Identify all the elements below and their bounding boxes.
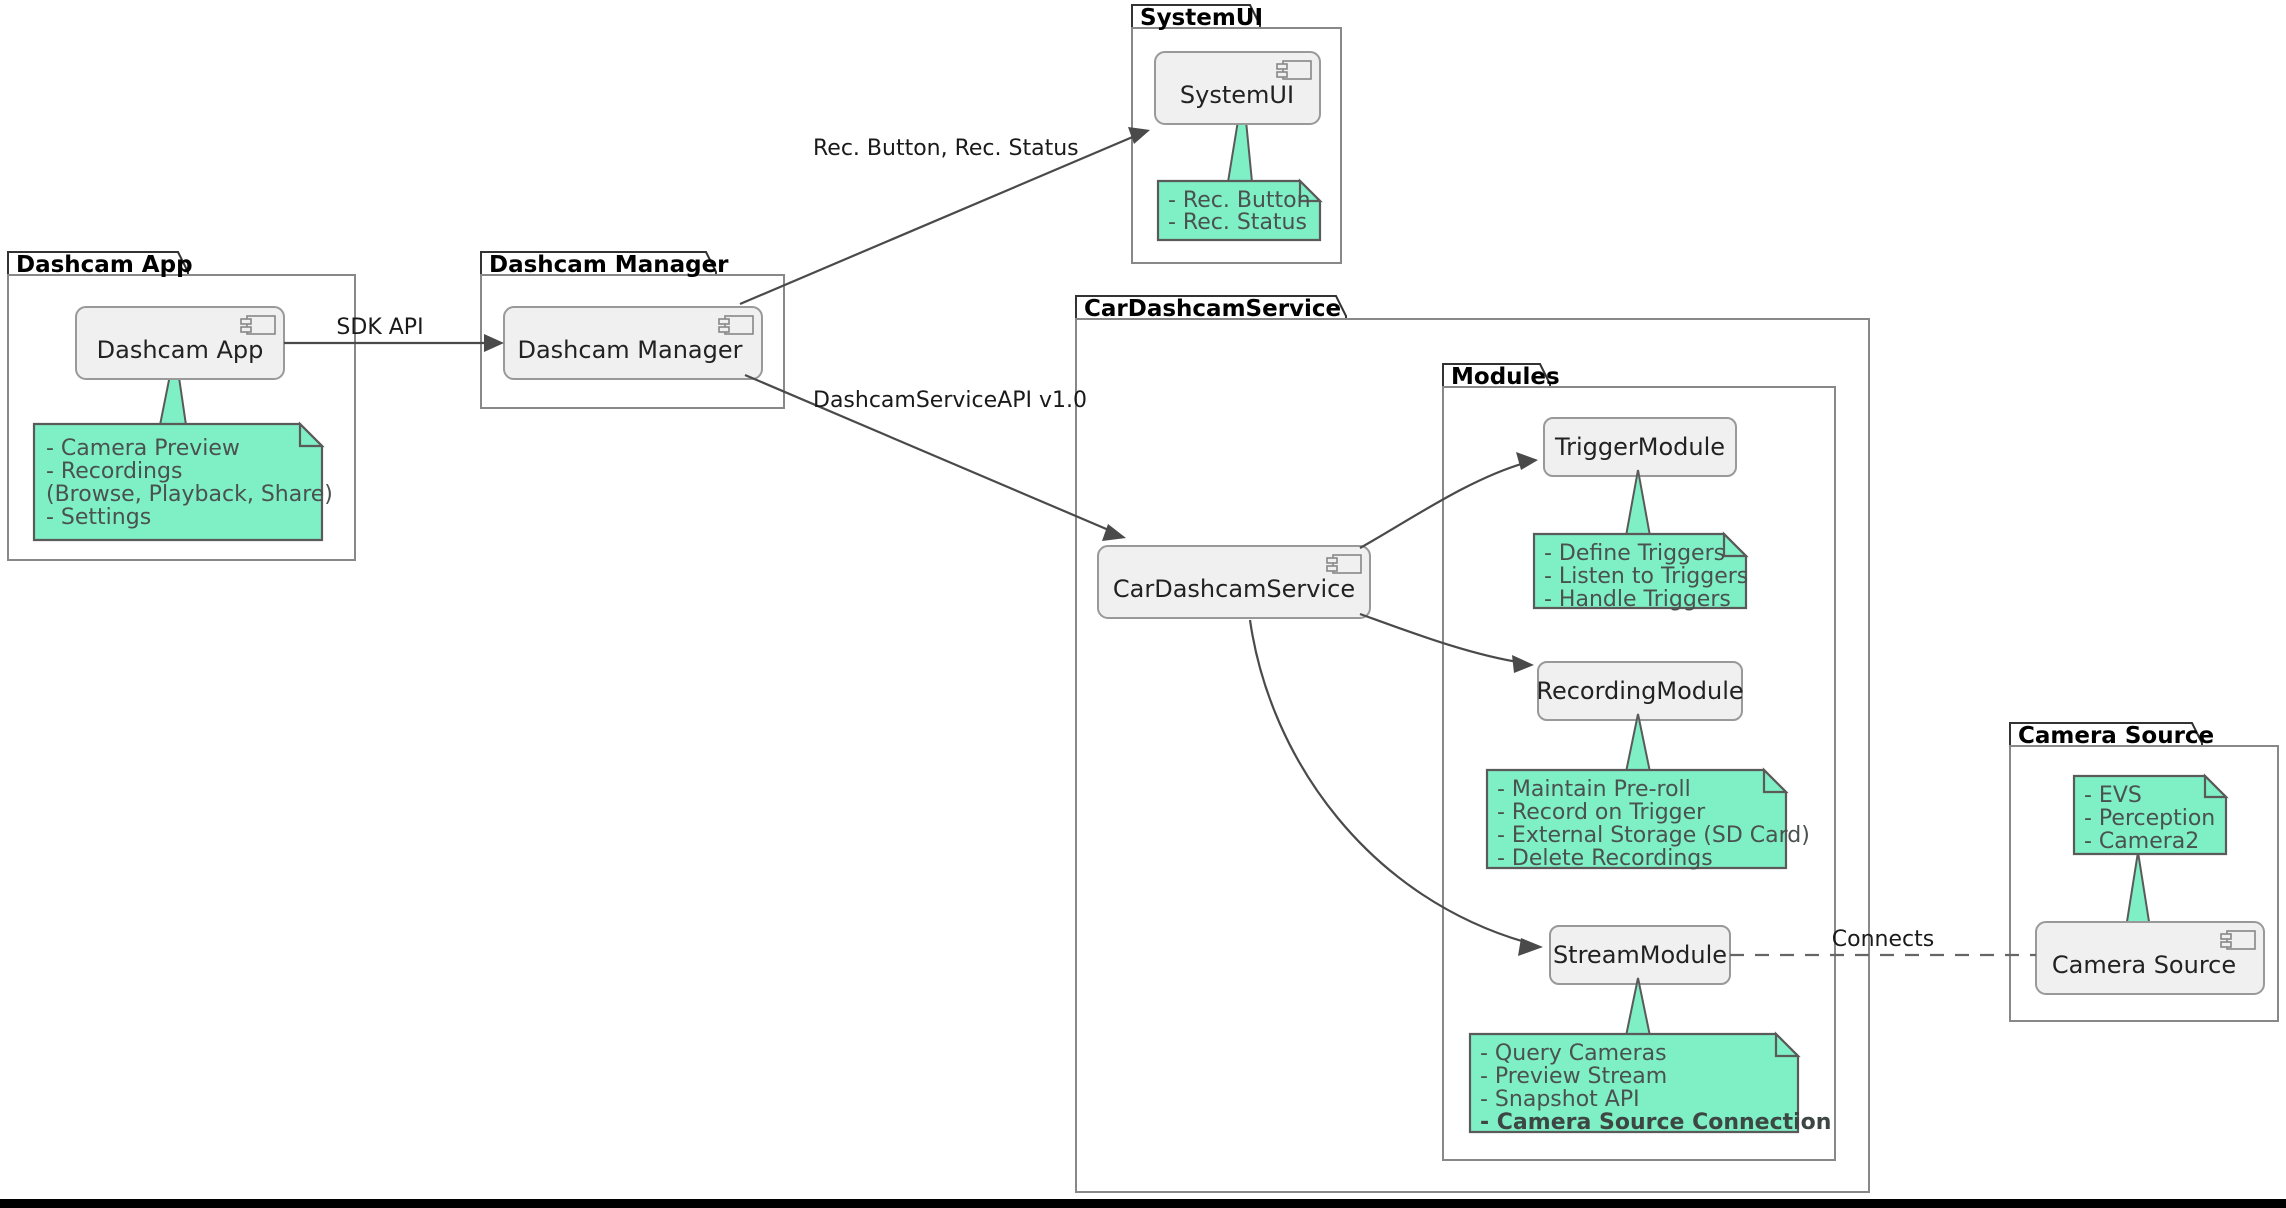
component-systemui[interactable]: SystemUI xyxy=(1154,51,1321,125)
edge-line-svc-stream xyxy=(1248,619,1533,946)
edge-sdk-api[interactable]: SDK API xyxy=(284,315,504,352)
note-line: (Browse, Playback, Share) xyxy=(46,482,333,507)
note-line: - Handle Triggers xyxy=(1544,587,1731,612)
note-line: - Preview Stream xyxy=(1480,1064,1667,1089)
note-dashcam-app: - Camera Preview - Recordings (Browse, P… xyxy=(32,349,333,542)
component-box-systemui xyxy=(1154,51,1321,125)
note-line: - Snapshot API xyxy=(1480,1087,1640,1112)
note-recording-module: - Maintain Pre-roll - Record on Trigger … xyxy=(1485,713,1810,871)
package-car-dashcam-service[interactable]: CarDashcamService CarDashcamService Modu… xyxy=(1075,295,1870,1193)
note-trigger-module: - Define Triggers - Listen to Triggers -… xyxy=(1532,469,1749,612)
package-dashcam-app[interactable]: Dashcam App - Camera Preview - Recording… xyxy=(7,251,356,561)
note-line-bold: - Camera Source Connection xyxy=(1480,1110,1831,1135)
arrowhead-dashcam-service-api xyxy=(1102,524,1126,541)
package-title-dashcam-manager: Dashcam Manager xyxy=(489,252,729,278)
module-label-recording-module: RecordingModule xyxy=(1536,677,1743,705)
arrowhead-sdk-api xyxy=(484,334,504,352)
note-fold-stream-module xyxy=(1774,1031,1801,1058)
note-shape-systemui xyxy=(1156,179,1322,242)
module-label-trigger-module: TriggerModule xyxy=(1554,433,1725,461)
note-line: - Delete Recordings xyxy=(1497,846,1713,871)
component-stereotype-icon xyxy=(2220,930,2256,950)
note-line: - Camera2 xyxy=(2084,829,2199,854)
module-label-stream-module: StreamModule xyxy=(1553,941,1727,969)
note-camera-source: - EVS - Perception - Camera2 xyxy=(2072,773,2229,929)
component-stereotype-icon xyxy=(718,315,754,335)
package-title-car-dashcam-service: CarDashcamService xyxy=(1084,296,1341,322)
edge-rec-button-status[interactable]: Rec. Button, Rec. Status xyxy=(739,127,1150,306)
component-car-dashcam-service[interactable]: CarDashcamService xyxy=(1097,545,1371,619)
package-modules[interactable]: Modules TriggerModule - Define Triggers … xyxy=(1442,363,1836,1161)
note-stream-module: - Query Cameras - Preview Stream - Snaps… xyxy=(1468,977,1831,1135)
note-line: - Settings xyxy=(46,505,151,530)
edge-svc-stream[interactable] xyxy=(1248,619,1543,956)
component-box-camera-source xyxy=(2035,921,2265,995)
module-recording-module[interactable]: RecordingModule xyxy=(1536,661,1744,721)
note-line: - EVS xyxy=(2084,783,2142,808)
package-camera-source[interactable]: Camera Source - EVS - Perception - Camer… xyxy=(2009,722,2279,1022)
note-shape-trigger-module xyxy=(1532,532,1748,610)
note-line: - Rec. Status xyxy=(1168,210,1307,235)
note-line: - Maintain Pre-roll xyxy=(1497,777,1691,802)
package-title-modules: Modules xyxy=(1451,364,1560,390)
component-label-camera-source: Camera Source xyxy=(2052,951,2236,979)
arrowhead-svc-recording xyxy=(1512,655,1534,673)
note-fold-trigger-module xyxy=(1722,531,1749,558)
note-shape-recording-module xyxy=(1485,768,1788,870)
note-line: - Perception xyxy=(2084,806,2215,831)
component-label-dashcam-manager: Dashcam Manager xyxy=(517,336,742,364)
arrowhead-rec-button-status xyxy=(1128,127,1150,144)
bottom-edge-strip xyxy=(0,1199,2286,1208)
component-label-systemui: SystemUI xyxy=(1180,81,1294,109)
component-stereotype-icon xyxy=(1326,554,1362,574)
package-title-camera-source: Camera Source xyxy=(2018,723,2214,749)
component-camera-source[interactable]: Camera Source xyxy=(2035,921,2265,995)
edge-line-rec-button-status xyxy=(739,131,1143,306)
note-systemui: - Rec. Button - Rec. Status xyxy=(1156,89,1323,242)
package-title-dashcam-app: Dashcam App xyxy=(16,252,193,278)
edge-line-svc-recording xyxy=(1359,612,1525,665)
edge-svc-recording[interactable] xyxy=(1359,612,1534,673)
component-stereotype-icon xyxy=(240,315,276,335)
note-line: - Camera Preview xyxy=(46,436,240,461)
edge-stream-camera[interactable]: Connects xyxy=(1730,927,2036,957)
note-shape-stream-module xyxy=(1468,1032,1800,1134)
component-stereotype-icon xyxy=(1276,60,1312,80)
arrowhead-svc-stream xyxy=(1518,938,1543,956)
note-line: - Listen to Triggers xyxy=(1544,564,1748,589)
package-dashcam-manager[interactable]: Dashcam Manager Dashcam Manager xyxy=(480,251,785,409)
edge-line-svc-trigger xyxy=(1359,460,1529,549)
note-shape-dashcam-app xyxy=(32,422,324,542)
note-line: - Recordings xyxy=(46,459,182,484)
edge-label-rec-button-status: Rec. Button, Rec. Status xyxy=(813,136,1079,161)
module-trigger-module[interactable]: TriggerModule xyxy=(1543,417,1737,477)
edge-line-dashcam-service-api xyxy=(744,373,1119,536)
package-systemui[interactable]: SystemUI - Rec. Button - Rec. Status Sys… xyxy=(1131,4,1342,264)
module-stream-module[interactable]: StreamModule xyxy=(1549,925,1731,985)
note-fold-systemui xyxy=(1298,178,1323,203)
arrowhead-svc-trigger xyxy=(1516,452,1538,470)
component-label-car-dashcam-service: CarDashcamService xyxy=(1113,575,1355,603)
note-fold-camera-source xyxy=(2203,773,2229,799)
note-line: - External Storage (SD Card) xyxy=(1497,823,1810,848)
component-dashcam-manager[interactable]: Dashcam Manager xyxy=(503,306,763,380)
edge-label-dashcam-service-api: DashcamServiceAPI v1.0 xyxy=(813,388,1087,413)
note-line: - Rec. Button xyxy=(1168,188,1311,213)
note-shape-camera-source xyxy=(2072,774,2228,856)
package-title-systemui: SystemUI xyxy=(1140,5,1263,31)
edge-label-stream-camera: Connects xyxy=(1832,927,1934,952)
note-line: - Query Cameras xyxy=(1480,1041,1667,1066)
edge-dashcam-service-api[interactable]: DashcamServiceAPI v1.0 xyxy=(744,373,1126,541)
note-fold-recording-module xyxy=(1762,767,1789,794)
note-line: - Define Triggers xyxy=(1544,541,1725,566)
edge-svc-trigger[interactable] xyxy=(1359,452,1538,549)
component-box-car-dashcam-service xyxy=(1097,545,1371,619)
note-line: - Record on Trigger xyxy=(1497,800,1706,825)
component-dashcam-app[interactable]: Dashcam App xyxy=(75,306,285,380)
note-fold-dashcam-app xyxy=(298,421,325,448)
edge-label-sdk-api: SDK API xyxy=(336,315,423,340)
component-label-dashcam-app: Dashcam App xyxy=(97,336,264,364)
